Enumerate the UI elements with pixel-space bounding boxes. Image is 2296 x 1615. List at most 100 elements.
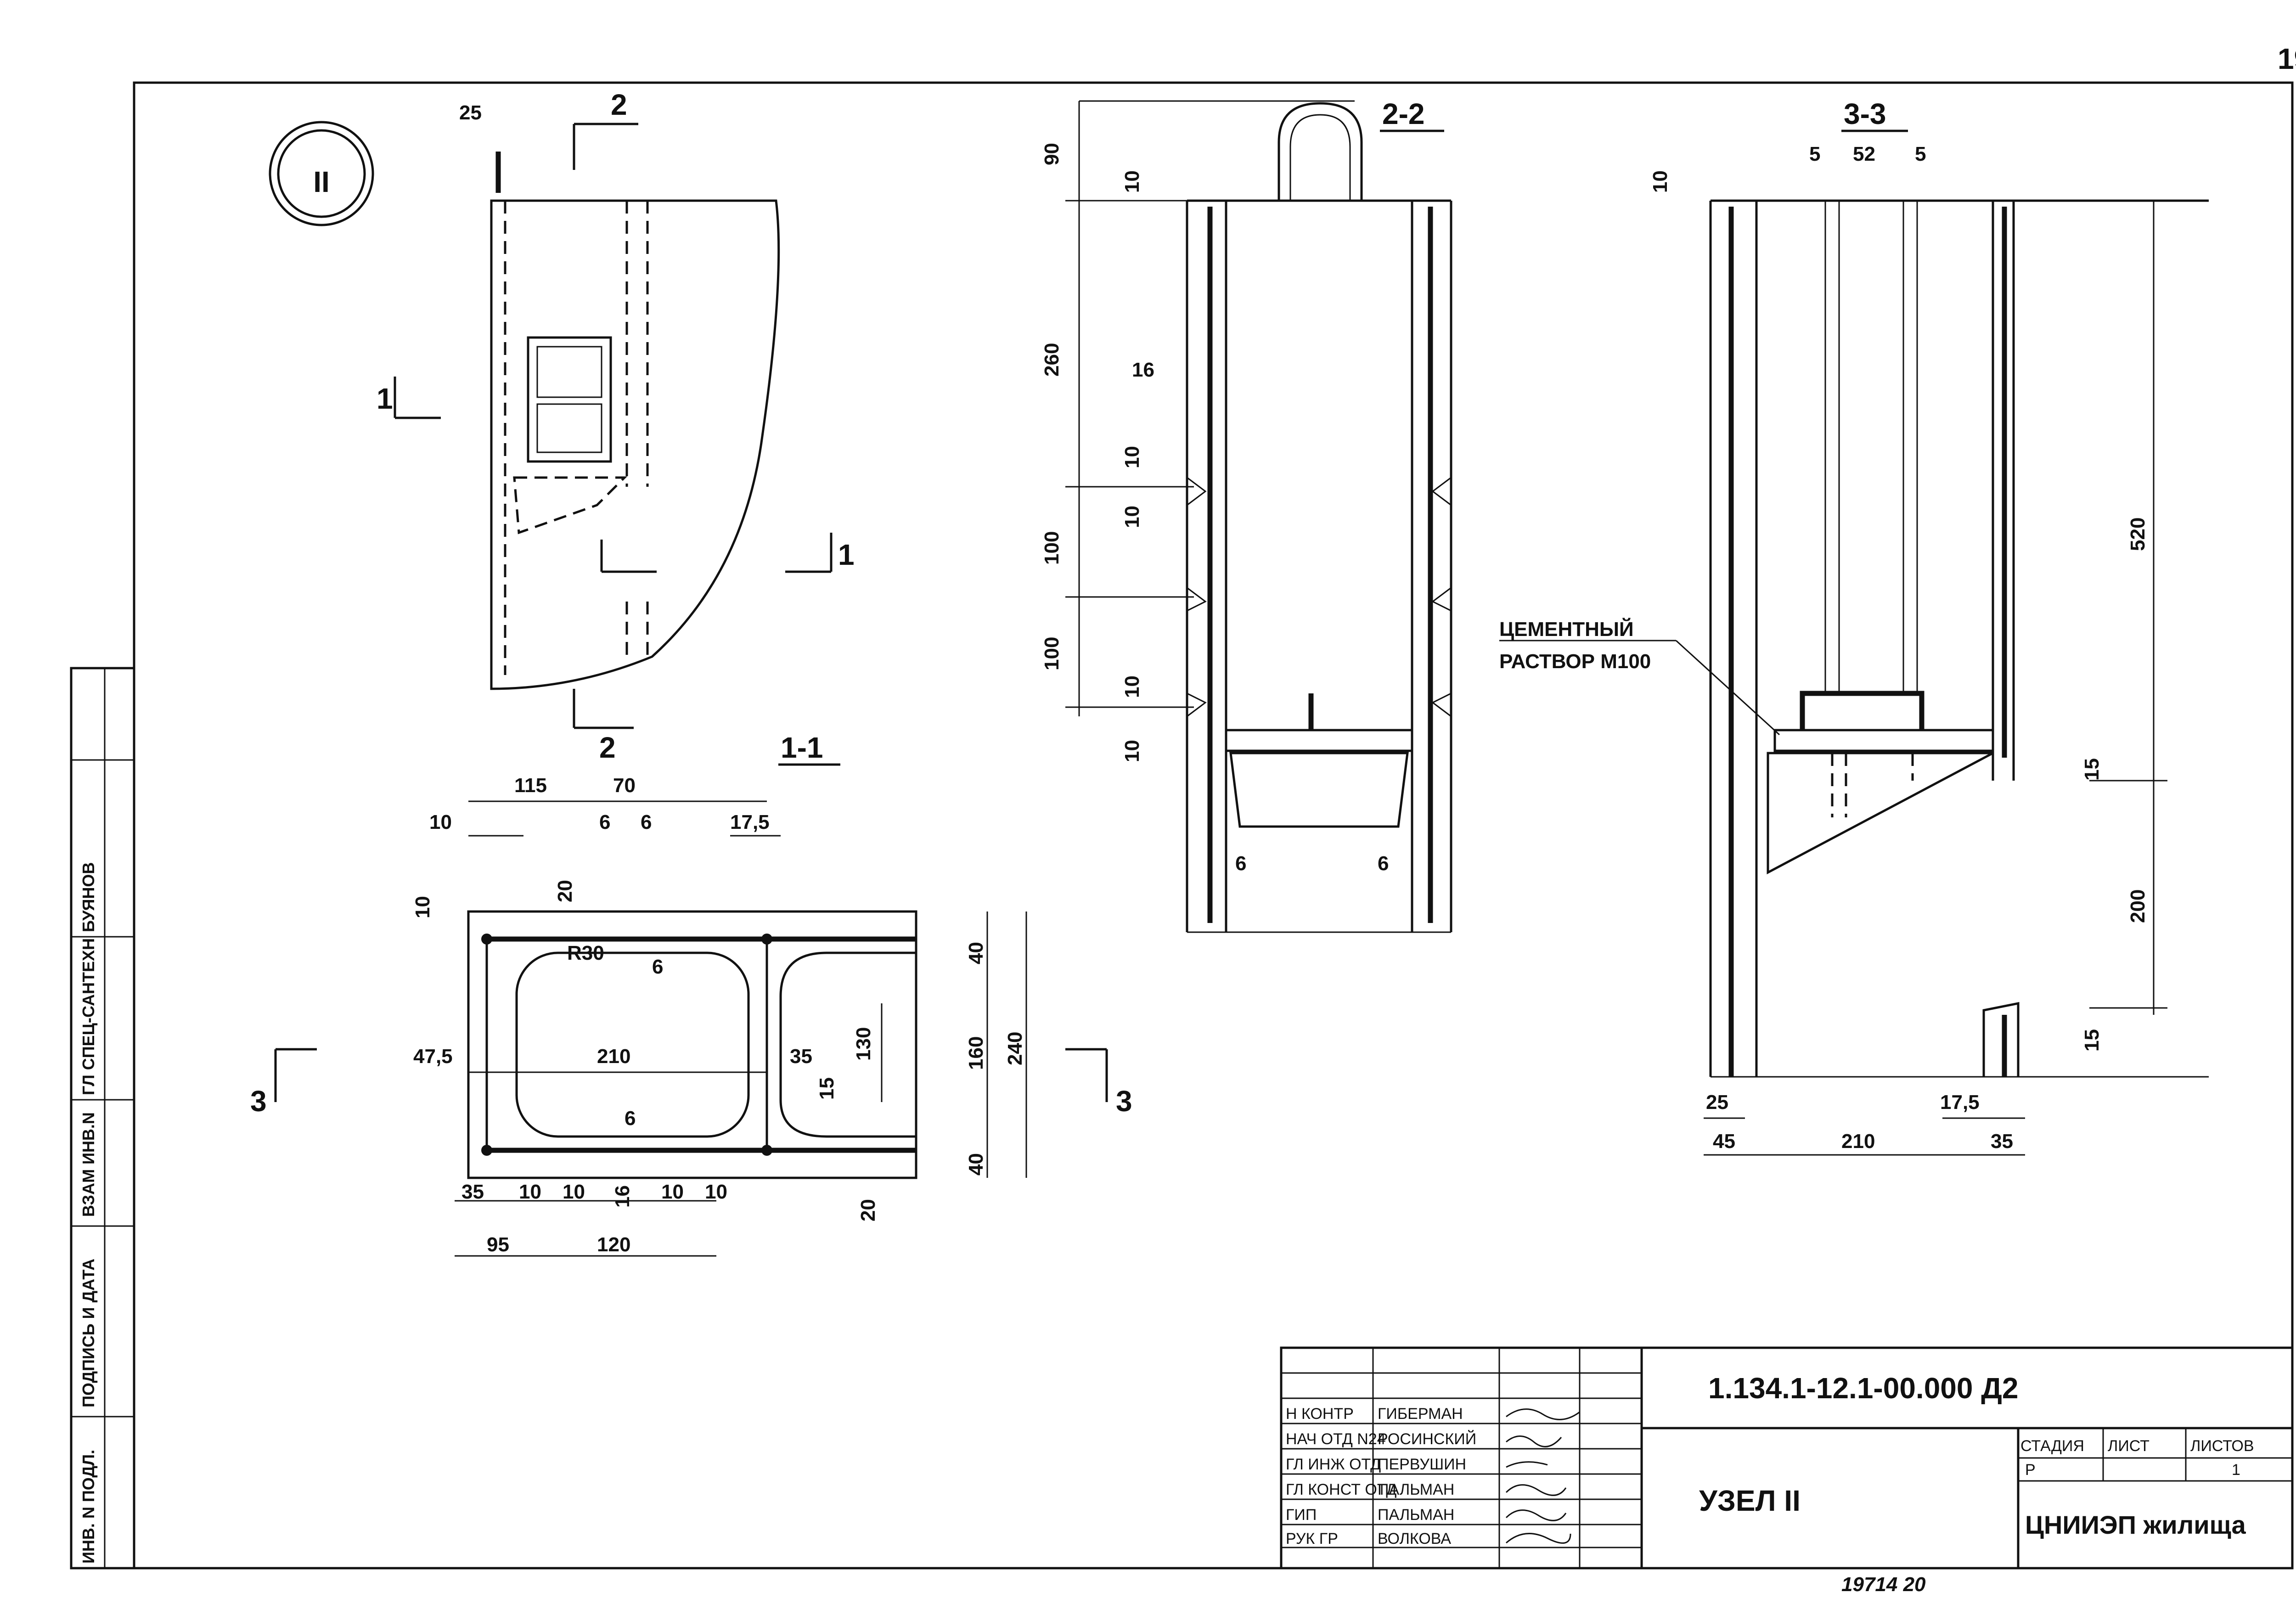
stage-value: Р [2025,1461,2036,1479]
dim-label: 6 [641,811,652,833]
dim-label: 90 [1041,143,1063,165]
dim-label: 6 [1378,852,1389,875]
dim-label: 25 [1706,1091,1728,1114]
name-cell: ПАЛЬМАН [1378,1481,1454,1498]
dim-label: 10 [661,1181,684,1203]
dim-label: 95 [487,1233,509,1256]
doc-code: 1.134.1-12.1-00.000 Д2 [1708,1372,2018,1405]
role-cell: Н КОНТР [1286,1405,1354,1423]
section-1-1-title: 1-1 [781,731,823,764]
dim-label: 35 [790,1045,812,1068]
side-stamp: ГЛ СПЕЦ-САНТЕХН БУЯНОВ ВЗАМ ИНВ.N ПОДПИС… [70,667,135,1570]
section-3-3: 3-3 10 5 52 5 520 15 200 15 [1499,97,2209,1156]
dim-label: 210 [1841,1130,1875,1153]
dim-label: 10 [411,896,434,918]
dim-label: 10 [1649,170,1671,193]
dim-label: 45 [1713,1130,1735,1153]
dim-label: 5 [1915,143,1926,165]
dim-label: 10 [429,811,452,833]
dim-label: 130 [852,1027,875,1061]
dim-label: 6 [652,956,663,978]
dim-label: 120 [597,1233,630,1256]
dim-label: 100 [1041,531,1063,565]
section-2-2: 2-2 90 10 260 16 10 10 100 100 10 10 6 [1041,97,1452,933]
dim-label: 10 [519,1181,541,1203]
dim-label: 260 [1041,343,1063,377]
sheets-label: ЛИСТОВ [2190,1437,2254,1455]
stamp-role: ГЛ СПЕЦ-САНТЕХН [79,938,98,1095]
dim-label: 20 [554,880,576,902]
dim-label: 10 [1121,675,1143,698]
dim-label: 115 [514,774,547,797]
stamp-sign-date: ПОДПИСЬ И ДАТА [79,1259,98,1407]
dim-label: 10 [1121,740,1143,762]
role-cell: ГЛ ИНЖ ОТД [1286,1456,1381,1473]
name-cell: ПЕРВУШИН [1378,1456,1466,1473]
dim-label: 17,5 [1940,1091,1980,1114]
dim-label: 10 [1121,446,1143,468]
dim-label: 210 [597,1045,630,1068]
role-cell: ГЛ КОНСТ ОТД [1286,1481,1396,1498]
dim-label: 10 [563,1181,585,1203]
dim-label: 16 [611,1185,634,1208]
marker-2-top: 2 [611,88,627,121]
organization: ЦНИИЭП жилища [2025,1510,2246,1539]
name-cell: ВОЛКОВА [1378,1530,1451,1547]
dim-label: 25 [459,101,482,124]
dim-label: 16 [1132,359,1154,381]
marker-1-left: 1 [377,382,393,415]
dim-label: 52 [1853,143,1875,165]
dim-label: 17,5 [730,811,770,833]
dim-label: 40 [965,942,987,964]
dim-label: 15 [2081,1029,2103,1052]
marker-2-bottom: 2 [599,731,616,764]
marker-3-left: 3 [250,1085,267,1118]
section-2-2-title: 2-2 [1382,97,1425,130]
dim-label: 15 [816,1077,838,1100]
dim-label: 10 [1121,170,1143,193]
dim-label: 520 [2127,518,2149,551]
page-number: 19 [2278,42,2296,75]
node-symbol-text: II [313,165,330,198]
callout-line-1: ЦЕМЕНТНЫЙ [1499,617,1634,641]
dim-label: 200 [2127,889,2149,923]
dim-label: 5 [1809,143,1820,165]
name-cell: ГИБЕРМАН [1378,1405,1463,1423]
role-cell: НАЧ ОТД N24 [1286,1430,1386,1448]
dim-label: 100 [1041,637,1063,670]
sheets-value: 1 [2232,1461,2240,1479]
marker-3-right: 3 [1116,1085,1132,1118]
dim-label: 40 [965,1153,987,1176]
title-block: Н КОНТР НАЧ ОТД N24 ГЛ ИНЖ ОТД ГЛ КОНСТ … [1280,1346,2294,1570]
dim-label: 240 [1004,1032,1026,1065]
signatures [1505,1408,1580,1544]
bottom-note: 19714 20 [1841,1573,1926,1596]
dim-label: 35 [461,1181,484,1203]
role-cell: ГИП [1286,1506,1317,1524]
node-symbol: II [269,121,374,226]
dim-label: 10 [705,1181,727,1203]
elevation-view: 25 2 1 1 2 [377,88,855,764]
drawing-title: УЗЕЛ II [1699,1484,1801,1517]
dim-label: 6 [625,1107,636,1130]
stamp-replaced-inv: ВЗАМ ИНВ.N [79,1112,98,1217]
section-1-1: 1-1 10 20 115 70 6 6 17,5 10 R30 6 47,5 [250,731,1132,1257]
dim-label: 6 [599,811,610,833]
dim-label: 6 [1235,852,1246,875]
section-3-3-title: 3-3 [1844,97,1886,130]
dim-label: 15 [2081,758,2103,781]
sheet-label: ЛИСТ [2108,1437,2150,1455]
callout-line-2: РАСТВОР М100 [1499,650,1651,673]
dim-label: 70 [613,774,636,797]
stamp-orig-inv: ИНВ. N ПОДЛ. [79,1450,98,1564]
dim-label: R30 [567,942,604,964]
role-cell: РУК ГР [1286,1530,1338,1547]
marker-1-right: 1 [838,538,855,571]
dim-label: 160 [965,1036,987,1070]
dim-label: 10 [1121,506,1143,528]
sheet-frame [133,81,2294,1570]
dim-label: 20 [857,1199,879,1221]
name-cell: РОСИНСКИЙ [1378,1430,1476,1448]
stamp-name: БУЯНОВ [79,862,98,932]
